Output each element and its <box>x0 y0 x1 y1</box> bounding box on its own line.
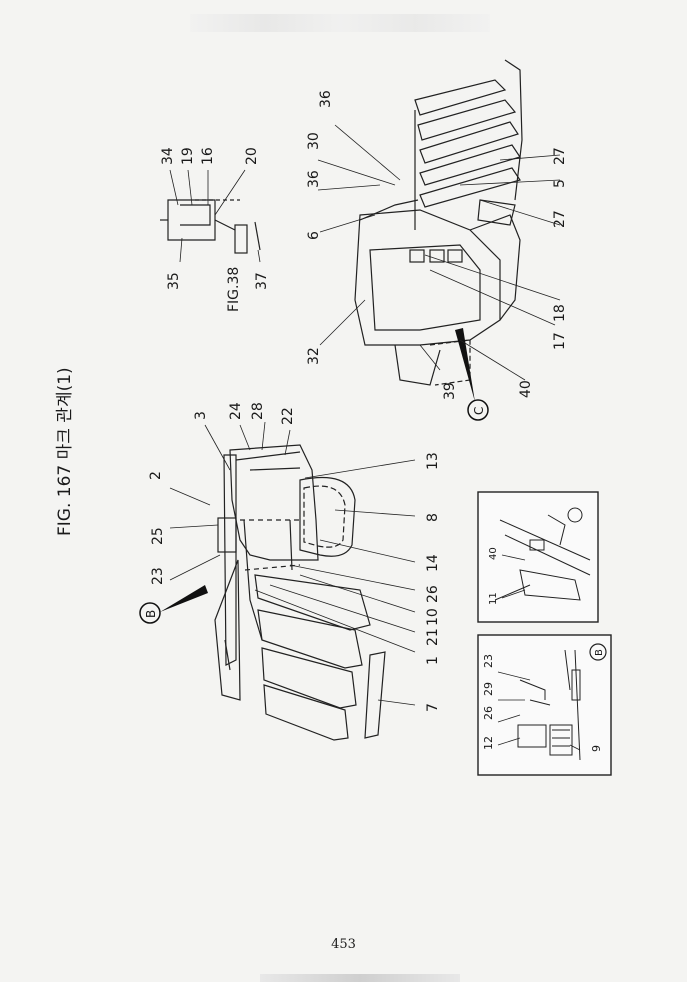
label-17: 17 <box>552 332 568 350</box>
inset-b-label-23: 23 <box>482 654 495 668</box>
label-20: 20 <box>244 147 260 165</box>
label-24: 24 <box>228 402 244 420</box>
label-16: 16 <box>200 147 216 165</box>
label-39: 39 <box>442 382 458 400</box>
label-19: 19 <box>180 147 196 165</box>
inset-b-label-26: 26 <box>482 706 495 720</box>
label-40: 40 <box>518 380 534 398</box>
label-32: 32 <box>306 347 322 365</box>
label-7: 7 <box>425 703 441 712</box>
label-23: 23 <box>150 567 166 585</box>
label-34: 34 <box>160 147 176 165</box>
fig38-drawing <box>160 199 261 254</box>
footer-smudge <box>260 974 460 982</box>
label-6: 6 <box>306 231 322 240</box>
inset-c-label-40: 40 <box>488 547 499 560</box>
callout-c-circle <box>467 399 489 421</box>
label-35: 35 <box>166 272 182 290</box>
label-27-upper: 27 <box>552 147 568 165</box>
label-5: 5 <box>552 179 568 188</box>
callout-b-pointer <box>160 585 208 612</box>
label-21: 21 <box>425 628 441 646</box>
header-smudge <box>190 14 490 32</box>
label-36: 36 <box>306 170 322 188</box>
label-2: 2 <box>148 471 164 480</box>
inset-b-box: B <box>477 634 612 776</box>
inset-c-label-11: 11 <box>488 592 499 605</box>
label-1: 1 <box>425 656 441 665</box>
main-machine-drawing <box>214 444 386 741</box>
label-28: 28 <box>250 402 266 420</box>
label-37: 37 <box>254 272 270 290</box>
label-27-lower: 27 <box>552 210 568 228</box>
inset-b-label-9: 9 <box>590 745 603 752</box>
label-10: 10 <box>425 608 441 626</box>
main-leader-lines <box>169 421 416 706</box>
callout-b-letter: B <box>144 610 158 618</box>
inset-c-box <box>477 491 599 623</box>
inset-b-label-12: 12 <box>482 736 495 750</box>
label-36-top: 36 <box>318 90 334 108</box>
label-8: 8 <box>425 513 441 522</box>
label-18: 18 <box>552 304 568 322</box>
fig38-title: FIG.38 <box>226 267 242 312</box>
figure-title: FIG. 167 마크 관계(1) <box>55 367 75 536</box>
right-machine-drawing <box>354 59 523 386</box>
label-25: 25 <box>150 527 166 545</box>
label-22: 22 <box>280 407 296 425</box>
right-leader-lines <box>317 124 561 381</box>
callout-b-circle <box>139 602 161 624</box>
label-14: 14 <box>425 554 441 572</box>
inset-b-letter: B <box>594 649 605 656</box>
label-30: 30 <box>306 132 322 150</box>
label-26: 26 <box>425 585 441 603</box>
callout-c-pointer <box>455 328 475 402</box>
label-13: 13 <box>425 452 441 470</box>
callout-c-letter: C <box>472 407 486 415</box>
inset-b-label-29: 29 <box>482 682 495 696</box>
label-3: 3 <box>193 411 209 420</box>
fig38-leaders <box>169 169 261 263</box>
page-number: 453 <box>331 937 356 952</box>
